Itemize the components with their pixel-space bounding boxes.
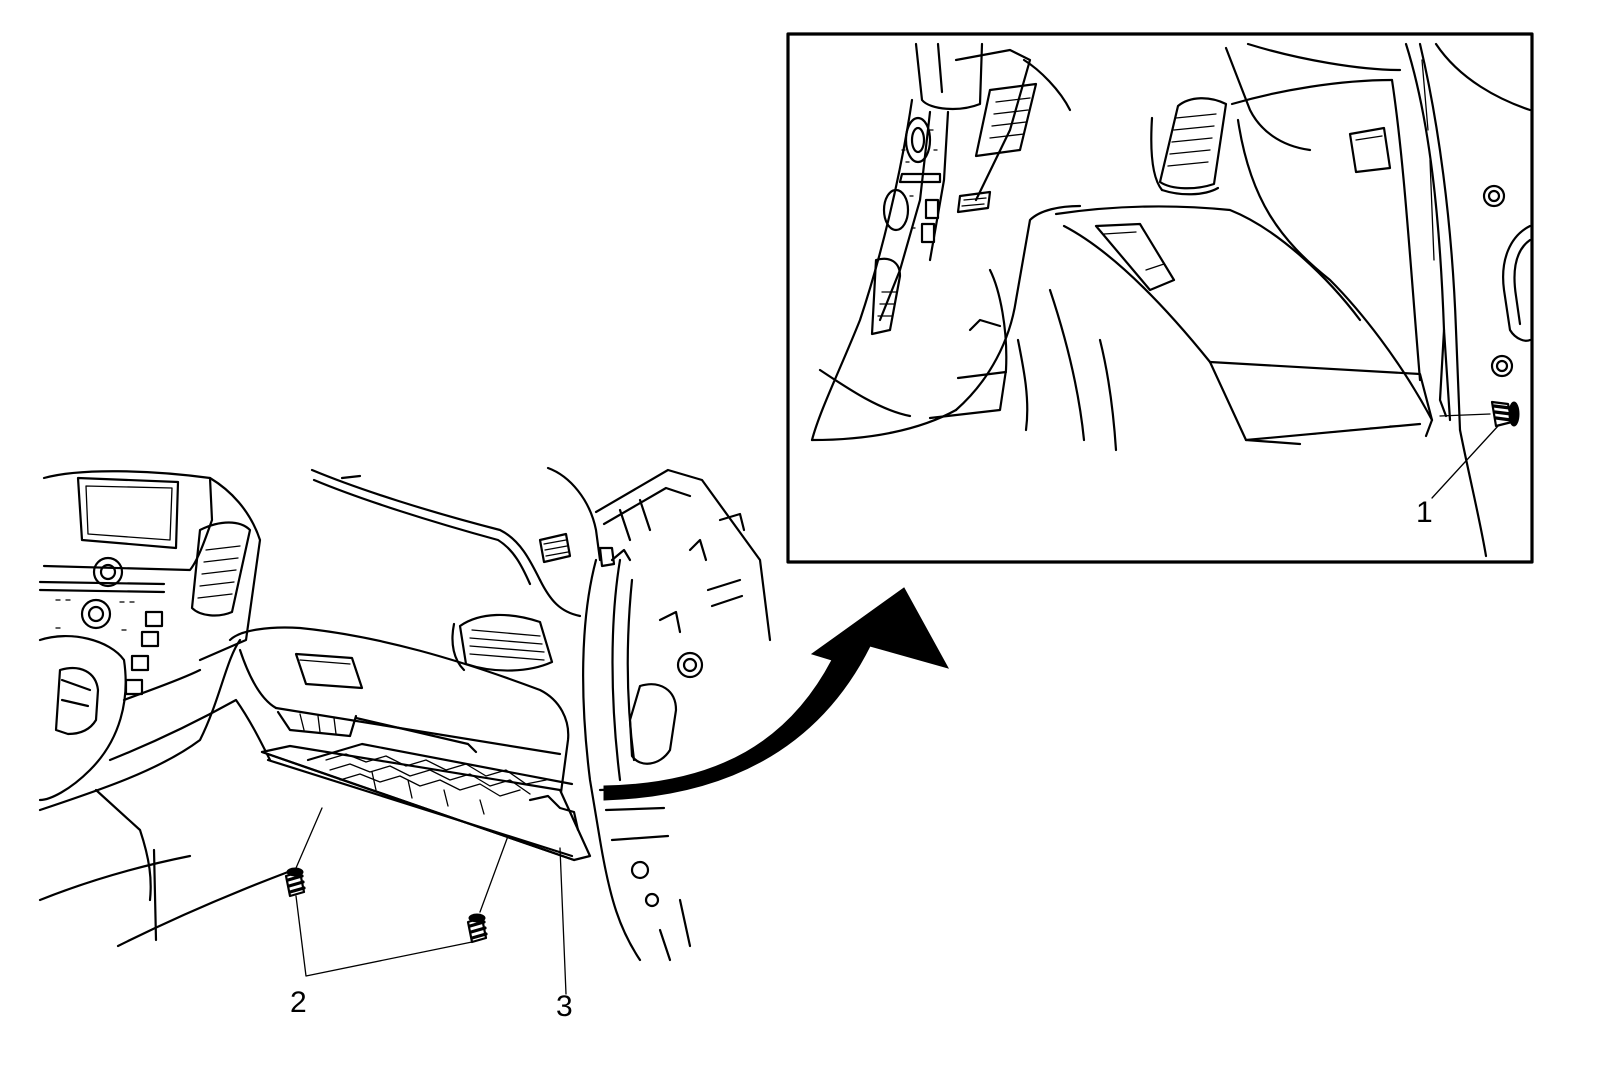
inset-vent (1150, 97, 1228, 196)
callout-3: 3 (556, 990, 573, 1023)
inset-right-pillar (1404, 42, 1532, 558)
center-console-stack (38, 470, 262, 802)
left-lower-trim (38, 638, 290, 948)
inset-glove-box (1054, 42, 1434, 446)
callout-2: 2 (290, 986, 307, 1019)
detail-arrow (603, 587, 950, 801)
lower-insulator-panel (260, 742, 592, 862)
leader-lines-main (295, 807, 567, 995)
fastener-left (284, 867, 306, 898)
right-hinge-pillar (582, 468, 772, 962)
leader-line-1 (1431, 425, 1499, 499)
instrument-panel-main-view: 2 3 (38, 466, 772, 1023)
callout-1: 1 (1416, 496, 1433, 529)
inset-fastener (1439, 400, 1520, 428)
glove-box-door (228, 626, 570, 802)
inset-console (810, 42, 1072, 442)
glove-box-compartment (276, 710, 478, 754)
fastener-right (466, 913, 488, 944)
dash-top-panel (310, 466, 602, 618)
detail-inset: 1 (786, 32, 1534, 564)
inset-lower-trim (810, 204, 1118, 452)
passenger-vent (451, 532, 572, 672)
